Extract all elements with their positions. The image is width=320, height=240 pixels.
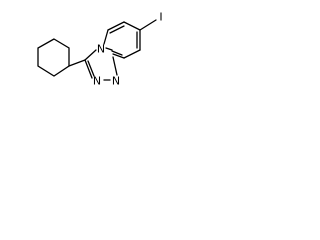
chemical-structure: N N N I — [37, 11, 163, 88]
cyclohexyl-ring — [37, 38, 70, 77]
triazole-ring — [84, 49, 118, 81]
triazole-nitrogen-label-1: N — [93, 75, 101, 88]
iodine-label: I — [159, 11, 162, 24]
carbon-iodine-bond — [139, 19, 157, 31]
bridgehead-nitrogen-label: N — [97, 43, 105, 56]
cyclohexyl-triazole-bond — [68, 59, 86, 67]
pyridine-ring — [103, 21, 141, 59]
triazole-nitrogen-label-2: N — [112, 75, 120, 88]
